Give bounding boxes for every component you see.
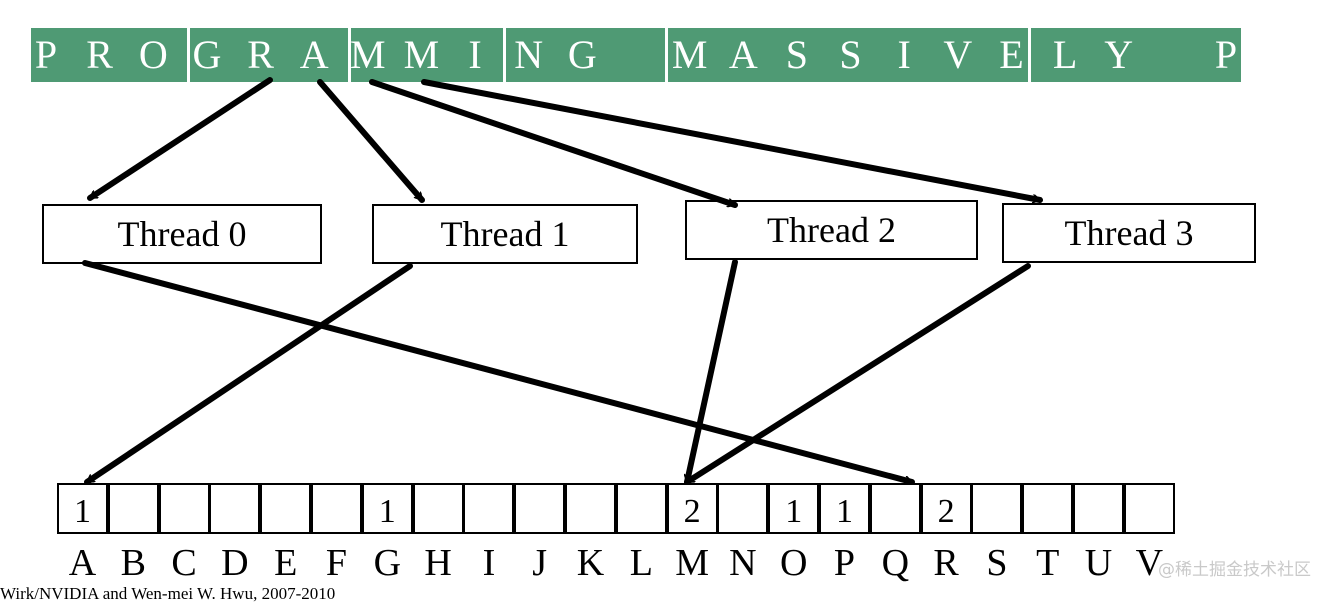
watermark: @稀土掘金技术社区: [1158, 560, 1311, 580]
histogram-letter: E: [274, 542, 298, 584]
strip-char: G: [567, 32, 597, 77]
histogram-cell: [463, 483, 515, 534]
strip-segment: [506, 28, 665, 82]
histogram-cell: 1: [819, 483, 870, 534]
histogram-letter: R: [933, 542, 959, 584]
histogram-cell: 1: [57, 483, 108, 534]
histogram-cell: [260, 483, 312, 534]
strip-char: O: [138, 32, 168, 77]
strip-char: A: [728, 32, 758, 77]
histogram-letter: K: [576, 542, 605, 584]
strip-char: R: [86, 32, 113, 77]
histogram-letter: M: [675, 542, 709, 584]
histogram-cell: 1: [768, 483, 820, 534]
strip-segment: [668, 28, 1028, 82]
strip-char: G: [192, 32, 222, 77]
histogram-cell: 2: [666, 483, 718, 534]
strip-char: N: [514, 32, 544, 77]
strip-segment: [190, 28, 348, 82]
histogram-cell: 2: [920, 483, 972, 534]
histogram-cell: [1022, 483, 1074, 534]
strip-char: S: [785, 32, 809, 77]
thread-0-box: Thread 0: [42, 204, 322, 264]
histogram-letter: I: [482, 542, 496, 584]
strip-char: A: [299, 32, 329, 77]
histogram-cell: [1123, 483, 1175, 534]
thread-0-label: Thread 0: [117, 214, 247, 254]
histogram-letter: H: [424, 542, 452, 584]
strip-segment: [1031, 28, 1241, 82]
arrow-thread-0-to-r: [82, 260, 915, 482]
histogram-letter: F: [325, 542, 348, 584]
strip-char: E: [999, 32, 1024, 77]
histogram-letter: S: [986, 542, 1008, 584]
arrow-thread-3-to-m: [684, 263, 1031, 485]
histogram-letter: G: [373, 542, 402, 584]
thread-1-label: Thread 1: [440, 214, 570, 254]
histogram-cell: [615, 483, 667, 534]
histogram-cell: [869, 483, 921, 534]
strip-segment: [31, 28, 187, 82]
arrow-thread-2-to-m: [687, 259, 738, 485]
arrow-thread-1-to-a: [84, 263, 413, 485]
histogram-letter: A: [68, 542, 97, 584]
thread-2-box: Thread 2: [685, 200, 978, 260]
histogram-cell: 1: [361, 483, 413, 534]
histogram-letter: C: [171, 542, 197, 584]
histogram-cell: [412, 483, 464, 534]
arrow-strip-to-thread-3: [421, 79, 1043, 200]
strip-char: P: [34, 32, 58, 77]
histogram-letter: V: [1135, 542, 1164, 584]
strip-char: R: [247, 32, 274, 77]
strip-char: P: [1214, 32, 1238, 77]
histogram-cell: [514, 483, 566, 534]
histogram-letter: U: [1084, 542, 1113, 584]
histogram-cell: [158, 483, 210, 534]
histogram-letter: P: [833, 542, 856, 584]
strip-char: L: [1052, 32, 1078, 77]
arrow-strip-to-thread-1: [317, 79, 425, 203]
strip-segment: [351, 28, 503, 82]
thread-3-label: Thread 3: [1064, 213, 1194, 253]
histogram-letter: B: [120, 542, 146, 584]
thread-1-box: Thread 1: [372, 204, 638, 264]
strip-char: M: [671, 32, 708, 77]
arrow-strip-to-thread-0: [87, 77, 273, 201]
histogram-cell: [107, 483, 159, 534]
histogram-cell: [1073, 483, 1124, 534]
thread-3-box: Thread 3: [1002, 203, 1256, 263]
histogram-letter: O: [779, 542, 808, 584]
strip-char: S: [839, 32, 862, 77]
histogram-letter: N: [729, 542, 757, 584]
histogram-cell: [311, 483, 362, 534]
strip-char: M: [403, 32, 440, 77]
histogram-cell: [209, 483, 261, 534]
thread-2-label: Thread 2: [767, 210, 896, 250]
histogram-letter: Q: [881, 542, 910, 584]
histogram-cell: [717, 483, 769, 534]
histogram-letter: D: [221, 542, 249, 584]
histogram-cell: [565, 483, 616, 534]
histogram-letter: J: [532, 542, 548, 584]
strip-char: Y: [1104, 32, 1134, 77]
histogram-letter: T: [1036, 542, 1060, 584]
strip-char: V: [943, 32, 973, 77]
footer-credit: Wirk/NVIDIA and Wen-mei W. Hwu, 2007-201…: [0, 584, 336, 603]
arrow-strip-to-thread-2: [369, 79, 738, 208]
strip-char: M: [350, 32, 386, 77]
histogram-letter: L: [629, 542, 653, 584]
histogram-cell: [971, 483, 1023, 534]
strip-char: I: [897, 32, 911, 77]
strip-char: I: [468, 32, 482, 77]
